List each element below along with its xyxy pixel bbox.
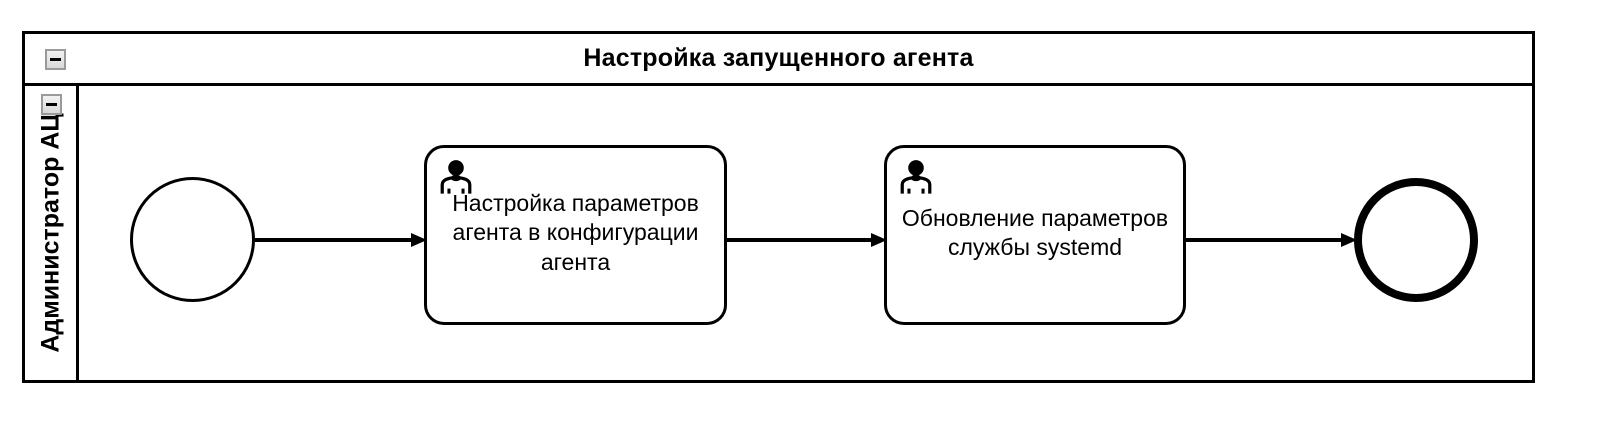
pool-title: Настройка запущенного агента (583, 44, 974, 72)
arrow-head-icon (411, 233, 427, 247)
flow-line (727, 238, 873, 242)
lane-body: Настройка параметров агента в конфигурац… (79, 86, 1532, 380)
start-event[interactable] (130, 177, 255, 302)
bpmn-lane[interactable]: Администратор АЦ (25, 86, 1532, 380)
task-label: Обновление параметров службы systemd (901, 204, 1169, 260)
collapse-minus-icon[interactable] (45, 49, 66, 70)
user-task-icon (440, 160, 472, 194)
user-task-configure-agent-params[interactable]: Настройка параметров агента в конфигурац… (424, 145, 727, 325)
user-task-icon (900, 160, 932, 194)
bpmn-pool[interactable]: Настройка запущенного агента Администрат… (22, 31, 1535, 383)
pool-header: Настройка запущенного агента (25, 34, 1532, 86)
sequence-flow-arrow[interactable] (1186, 233, 1357, 247)
lane-label: Администратор АЦ (36, 113, 64, 353)
user-task-update-systemd-params[interactable]: Обновление параметров службы systemd (884, 145, 1186, 325)
arrow-head-icon (1341, 233, 1357, 247)
flow-line (1186, 238, 1343, 242)
sequence-flow-arrow[interactable] (727, 233, 887, 247)
sequence-flow-arrow[interactable] (255, 233, 427, 247)
end-event[interactable] (1354, 178, 1478, 302)
flow-line (255, 238, 413, 242)
task-label: Настройка параметров агента в конфигурац… (452, 189, 699, 275)
arrow-head-icon (871, 233, 887, 247)
collapse-minus-icon[interactable] (41, 94, 62, 115)
lane-header: Администратор АЦ (25, 86, 79, 380)
